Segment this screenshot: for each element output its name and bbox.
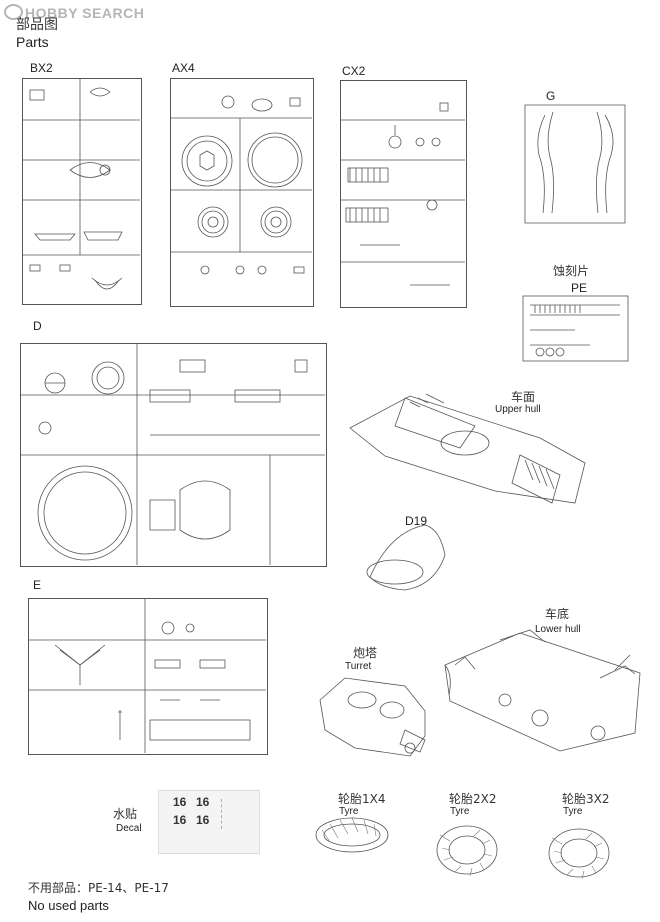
sprue-label-bx2: BX2 — [30, 61, 53, 75]
decal-number: 16 — [173, 813, 187, 827]
sprue-cx2-frame — [340, 80, 467, 308]
tyre-label: Tyre — [563, 806, 583, 817]
unused-parts-cn: 不用部品：PE-14、PE-17 — [28, 881, 169, 895]
pe-label-cn: 蚀刻片 — [553, 264, 590, 278]
decal-label: Decal — [116, 823, 142, 834]
page-title-cn: 部品图 — [16, 17, 58, 33]
logo-icon — [4, 4, 23, 20]
upper-hull-label-cn: 车面 — [511, 390, 536, 404]
unused-parts-label: No used parts — [28, 898, 109, 913]
decal-label-cn: 水贴 — [113, 807, 138, 821]
sprue-label-d: D — [33, 319, 42, 333]
tyre-label-cn: 轮胎2X2 — [449, 792, 497, 806]
sprue-label-cx2: CX2 — [342, 64, 366, 78]
tyre-label-cn: 轮胎3X2 — [562, 792, 610, 806]
sprue-e-frame — [28, 598, 268, 755]
upper-hull-label: Upper hull — [495, 404, 541, 415]
page-title-en: Parts — [16, 34, 49, 50]
decal-number: 16 — [196, 813, 210, 827]
sprue-label-ax4: AX4 — [172, 61, 195, 75]
lower-hull-label: Lower hull — [535, 624, 581, 635]
hobby-search-watermark: HOBBY SEARCH — [4, 4, 144, 21]
part-label-d19: D19 — [405, 514, 428, 528]
decal-sheet: 16 16 16 16 — [158, 790, 260, 854]
decal-markings — [221, 799, 252, 829]
sprue-bx2-frame — [22, 78, 142, 305]
sprue-label-g: G — [546, 89, 556, 103]
sprue-label-e: E — [33, 578, 42, 592]
decal-number: 16 — [173, 795, 187, 809]
pe-label: PE — [571, 281, 588, 295]
lower-hull-label-cn: 车底 — [545, 607, 570, 621]
turret-label: Turret — [345, 661, 372, 672]
decal-number: 16 — [196, 795, 210, 809]
turret-label-cn: 炮塔 — [353, 646, 378, 660]
tyre-label: Tyre — [339, 806, 359, 817]
tyre-label-cn: 轮胎1X4 — [338, 792, 386, 806]
sprue-ax4-frame — [170, 78, 314, 307]
tyre-label: Tyre — [450, 806, 470, 817]
